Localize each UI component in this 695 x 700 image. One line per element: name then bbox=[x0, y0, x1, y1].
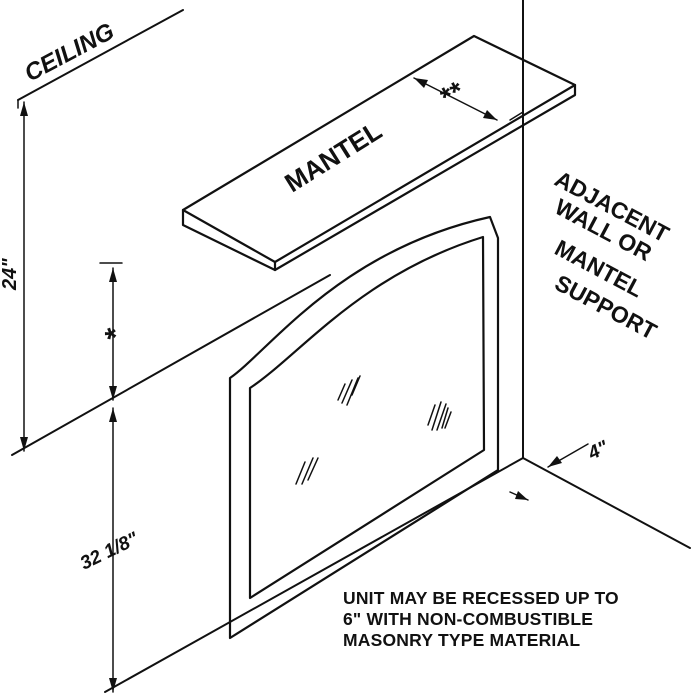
mantel-clearance-label: * bbox=[100, 321, 124, 356]
mantel-depth-dim-line bbox=[413, 77, 498, 121]
ceiling-height-label: 24" bbox=[0, 258, 21, 291]
mantel-top-face bbox=[181, 34, 577, 264]
ceiling-dim-arrow-top bbox=[20, 102, 28, 116]
unit-height-arrow-top bbox=[109, 408, 117, 422]
ceiling-dim-arrow-bottom bbox=[20, 437, 28, 451]
mantel-clearance-arrow-bottom bbox=[109, 386, 117, 400]
unit-height-label: 32 1/8" bbox=[77, 528, 143, 574]
ceiling-line bbox=[17, 9, 184, 101]
side-clearance-arrow-top bbox=[548, 456, 562, 467]
mantel-side-face bbox=[273, 83, 577, 272]
recess-note-line: 6" WITH NON-COMBUSTIBLE bbox=[343, 609, 594, 629]
floor-line-right bbox=[522, 457, 691, 549]
mantel-front-face bbox=[181, 208, 277, 272]
mantel-depth-label: ** bbox=[434, 75, 469, 113]
mantel-clearance-arrow-top bbox=[109, 268, 117, 282]
recess-note-line: UNIT MAY BE RECESSED UP TO bbox=[343, 588, 619, 608]
unit-height-arrow-bottom bbox=[109, 678, 117, 692]
side-clearance-label: 4" bbox=[584, 437, 613, 465]
fireplace-frame-inner bbox=[248, 235, 486, 600]
wall-section-line bbox=[11, 274, 331, 456]
glass-reflection-marks bbox=[295, 375, 452, 485]
mantel-depth-arrow-a bbox=[414, 78, 428, 88]
recess-note: UNIT MAY BE RECESSED UP TO 6" WITH NON-C… bbox=[343, 588, 688, 651]
side-clearance-arrow-bottom bbox=[515, 491, 528, 500]
side-label: ADJACENT WALL OR MANTEL SUPPORT bbox=[551, 165, 674, 344]
mantel-label: MANTEL bbox=[279, 115, 387, 198]
wall-top-edge bbox=[509, 111, 524, 121]
mantel-depth-arrow-b bbox=[483, 110, 497, 120]
fireplace-frame-outer bbox=[228, 215, 500, 640]
recess-note-line: MASONRY TYPE MATERIAL bbox=[343, 630, 581, 650]
